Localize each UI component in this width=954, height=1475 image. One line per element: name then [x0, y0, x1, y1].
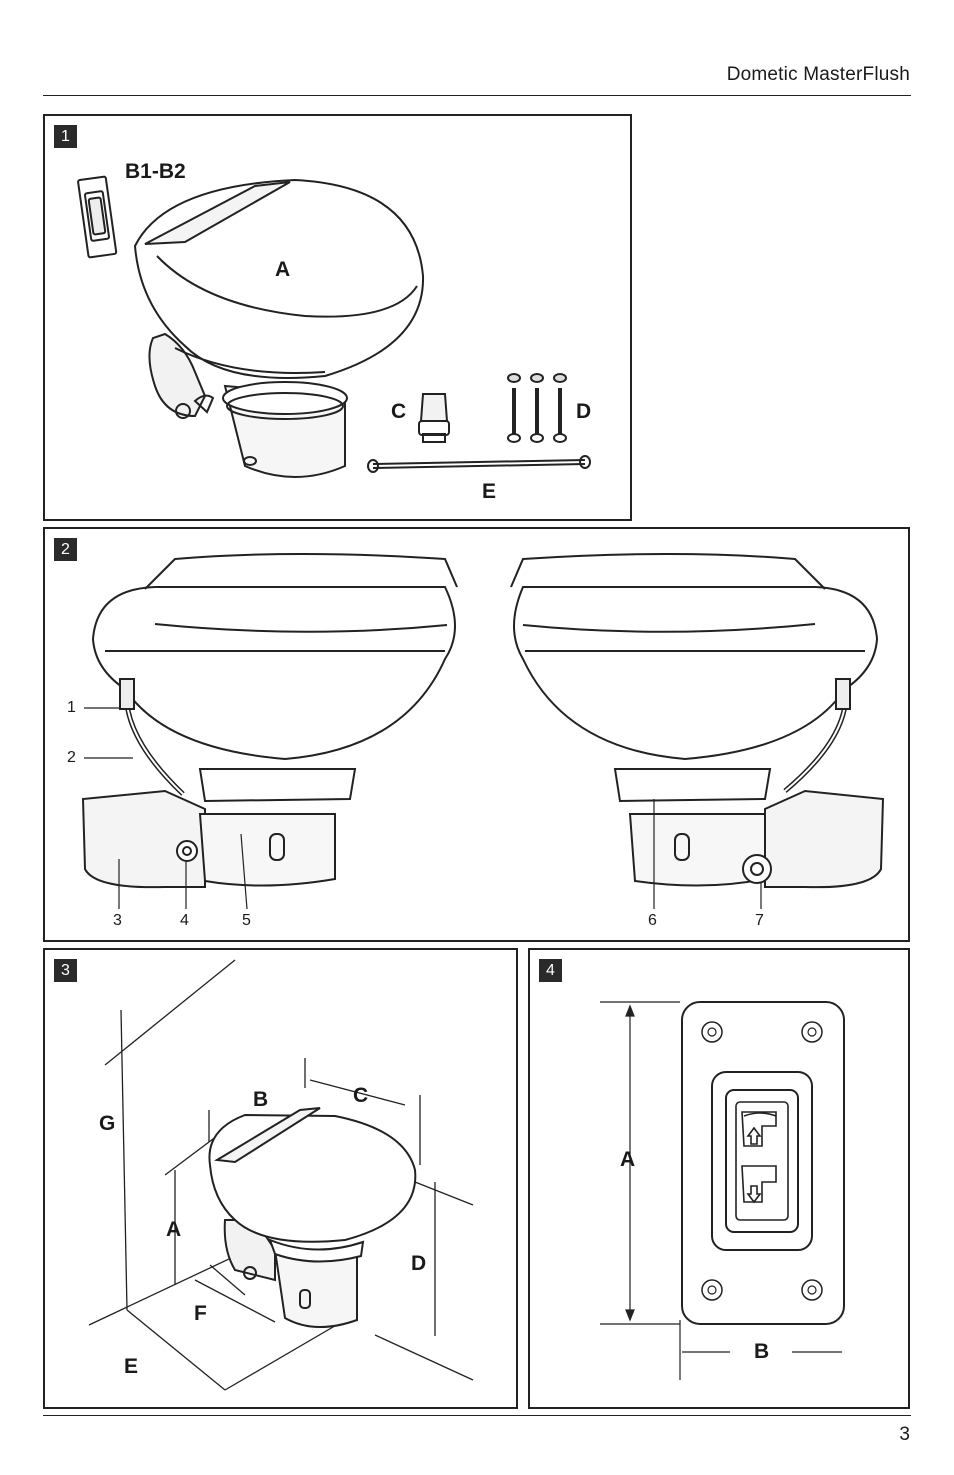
hose-illustration: [367, 455, 591, 473]
label-hose-e: E: [482, 480, 497, 503]
toilet-illustration: [133, 178, 425, 478]
dimension-label-d: D: [411, 1252, 427, 1275]
figure-1-drawing: [77, 175, 591, 478]
screws-illustration: [507, 373, 567, 443]
drain-down-icon: [741, 1165, 777, 1204]
figure-3-number: 3: [54, 959, 77, 982]
callout-5: 5: [242, 912, 251, 929]
label-screws-d: D: [576, 400, 592, 423]
figure-4-number: 4: [539, 959, 562, 982]
header-rule: [43, 95, 911, 96]
dimension-label-b: B: [754, 1340, 770, 1363]
switch-panel-illustration: [77, 175, 118, 259]
figure-1-number: 1: [54, 125, 77, 148]
dimension-label-f: F: [194, 1302, 207, 1325]
footer-rule: [43, 1415, 911, 1416]
toilet-right-side-view: [510, 553, 885, 889]
document-header-title: Dometic MasterFlush: [726, 64, 910, 85]
label-toilet-a: A: [275, 258, 291, 281]
label-adapter-c: C: [391, 400, 407, 423]
adapter-illustration: [418, 393, 450, 443]
figure-3-panel: 3: [43, 948, 518, 1409]
figure-2-panel: 2: [43, 527, 910, 942]
page-number: 3: [899, 1424, 910, 1445]
callout-6: 6: [648, 912, 657, 929]
control-panel-illustration: [681, 1001, 845, 1325]
toilet-left-side-view: [81, 553, 458, 889]
dimension-label-a: A: [166, 1218, 182, 1241]
callout-2: 2: [67, 749, 76, 766]
callout-1: 1: [67, 699, 76, 716]
figure-1-panel: 1: [43, 114, 632, 521]
callout-7: 7: [755, 912, 764, 929]
callout-3: 3: [113, 912, 122, 929]
dimension-label-c: C: [353, 1084, 369, 1107]
figure-2-drawing: [81, 553, 885, 910]
figure-3-drawing: [88, 959, 474, 1391]
dimension-label-e: E: [124, 1355, 139, 1378]
callout-4: 4: [180, 912, 189, 929]
figure-2-number: 2: [54, 538, 77, 561]
figure-4-panel: 4: [528, 948, 910, 1409]
dimension-label-a: A: [620, 1148, 636, 1171]
flush-up-icon: [741, 1111, 777, 1147]
dimension-lines-figure-4: [600, 1001, 842, 1380]
toilet-dimension-illustration: [208, 1107, 417, 1329]
leader-line-5: [240, 833, 248, 910]
label-switch-b1-b2: B1-B2: [125, 160, 186, 183]
dimension-label-b: B: [253, 1088, 269, 1111]
dimension-label-g: G: [99, 1112, 116, 1135]
figure-4-drawing: [600, 1001, 845, 1380]
